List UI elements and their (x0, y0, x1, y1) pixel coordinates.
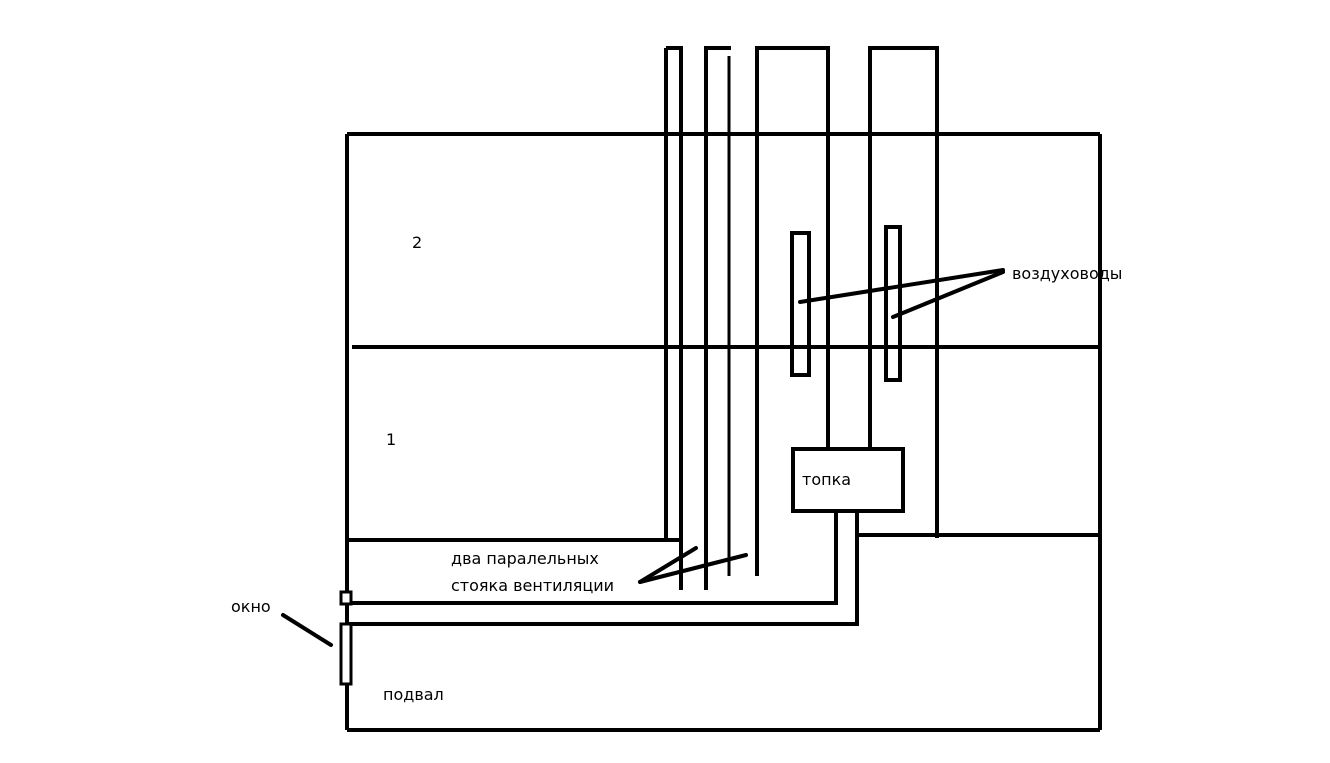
basement-label: подвал (383, 685, 444, 704)
floor-slabs (347, 345, 1100, 542)
house-outline (345, 132, 1102, 732)
window-label: окно (231, 597, 271, 616)
leader-lines (281, 268, 1005, 647)
floor-2-label: 2 (412, 233, 422, 252)
vent-risers-label-line1: два паралельных (451, 549, 599, 568)
floor-1-label: 1 (386, 430, 396, 449)
air-channel (345, 511, 859, 626)
window (339, 590, 353, 686)
firebox-label: топка (802, 470, 851, 489)
chimney-shafts (755, 46, 939, 576)
firebox (791, 447, 905, 513)
air-ducts (790, 225, 902, 382)
air-ducts-label: воздуховоды (1012, 264, 1122, 283)
vent-risers-label-line2: стояка вентиляции (451, 576, 614, 595)
ventilation-risers (664, 46, 731, 590)
